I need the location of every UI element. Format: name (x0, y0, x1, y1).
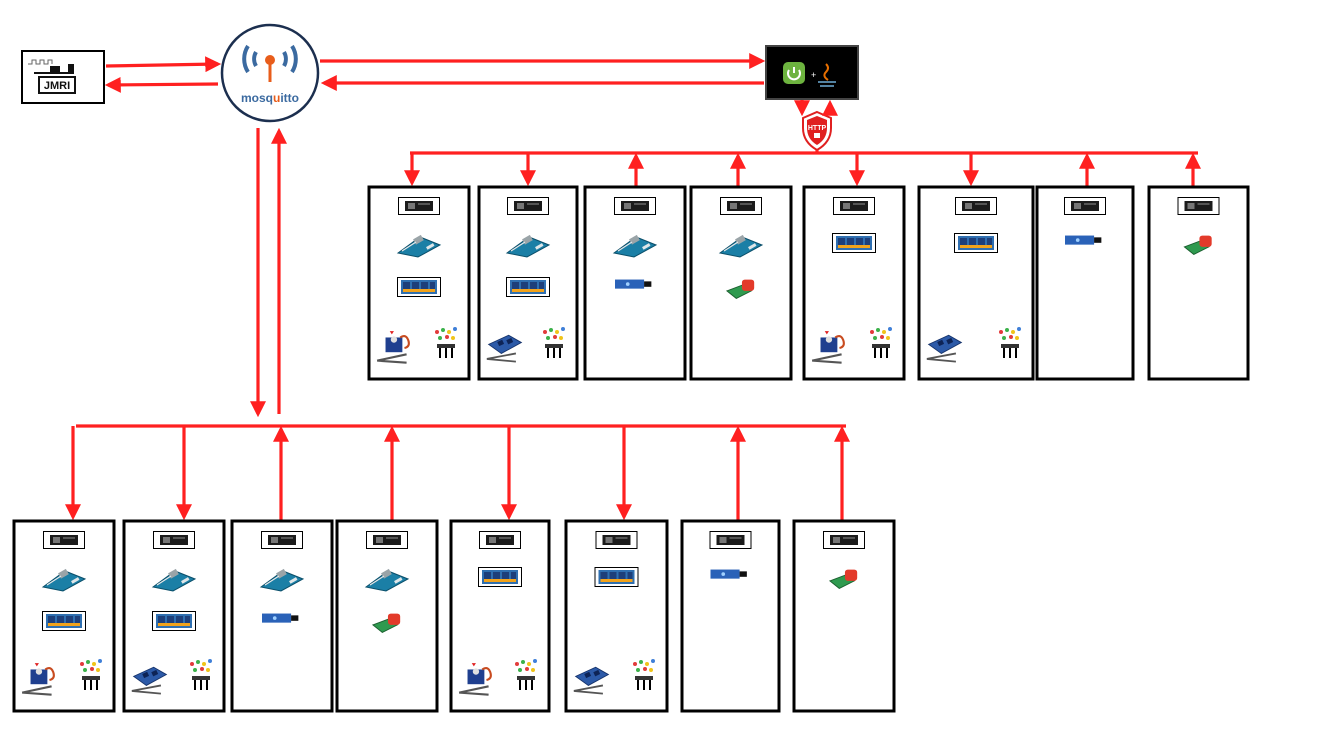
controller-board (564, 519, 669, 713)
controller-board (689, 185, 793, 381)
controller-board (1035, 185, 1135, 381)
controller-board (1147, 185, 1250, 381)
esp-board-icon (43, 531, 85, 549)
mosquitto-label: mosquitto (241, 91, 299, 105)
http-boards (367, 185, 1250, 381)
esp-board-icon (1064, 197, 1106, 215)
controller-board (802, 185, 906, 381)
plus-sign: + (811, 70, 816, 80)
controller-board (477, 185, 579, 381)
relay-module-icon (478, 567, 522, 587)
relay-module-icon (954, 233, 998, 253)
esp-board-icon (955, 197, 997, 215)
jmri-to-broker-arrow (105, 56, 222, 73)
mosquitto-label-c: itto (280, 91, 299, 105)
top-links (104, 53, 838, 418)
controller-board (12, 519, 116, 713)
board-frame (335, 519, 439, 713)
esp-board-icon (507, 197, 549, 215)
mqtt-boards (12, 519, 896, 713)
board-frame (449, 519, 551, 713)
board-frame (564, 519, 669, 713)
board-frame (792, 519, 896, 713)
board-frame (1147, 185, 1250, 381)
relay-module-icon (397, 277, 441, 297)
controller-board (449, 519, 551, 713)
relay-module-icon (152, 611, 196, 631)
esp-board-icon (479, 531, 521, 549)
board-frame (689, 185, 793, 381)
board-frame (802, 185, 906, 381)
lock-icon (814, 133, 820, 138)
esp-board-icon (153, 531, 195, 549)
esp-board-icon (1177, 197, 1220, 215)
controller-board (230, 519, 334, 713)
esp-board-icon (261, 531, 303, 549)
controller-board (680, 519, 781, 713)
relay-module-icon (42, 611, 86, 631)
controller-board (583, 185, 687, 381)
mqtt-bus-arrows (65, 425, 850, 521)
relay-module-icon (832, 233, 876, 253)
spring-java-icon: + (783, 62, 836, 87)
esp-board-icon (366, 531, 408, 549)
controller-board (792, 519, 896, 713)
mosquitto-node: mosquitto (220, 23, 320, 123)
esp-board-icon (614, 197, 656, 215)
board-frame (680, 519, 781, 713)
controller-board (917, 185, 1035, 381)
broker-to-jmri-arrow (104, 76, 219, 93)
esp-board-icon (398, 197, 440, 215)
jmri-label: JMRI (44, 80, 70, 92)
mosquitto-label-a: mosq (241, 91, 273, 105)
esp-board-icon (720, 197, 762, 215)
esp-board-icon (595, 531, 638, 549)
board-frame (1035, 185, 1135, 381)
jmri-locomotive-icon (28, 59, 76, 94)
mosquitto-label-b: u (273, 91, 280, 105)
mosquitto-antenna-icon (242, 44, 298, 82)
http-bus-arrows (404, 152, 1201, 187)
jmri-node: JMRI (21, 50, 105, 104)
controller-board (335, 519, 439, 713)
controller-board (367, 185, 471, 381)
esp-board-icon (823, 531, 865, 549)
controller-board (122, 519, 226, 713)
relay-module-icon (506, 277, 550, 297)
server-node: + (765, 45, 859, 100)
http-shield: HTTP (802, 110, 832, 152)
http-label: HTTP (808, 125, 827, 132)
esp-board-icon (709, 531, 752, 549)
relay-module-icon (594, 567, 639, 587)
esp-board-icon (833, 197, 875, 215)
